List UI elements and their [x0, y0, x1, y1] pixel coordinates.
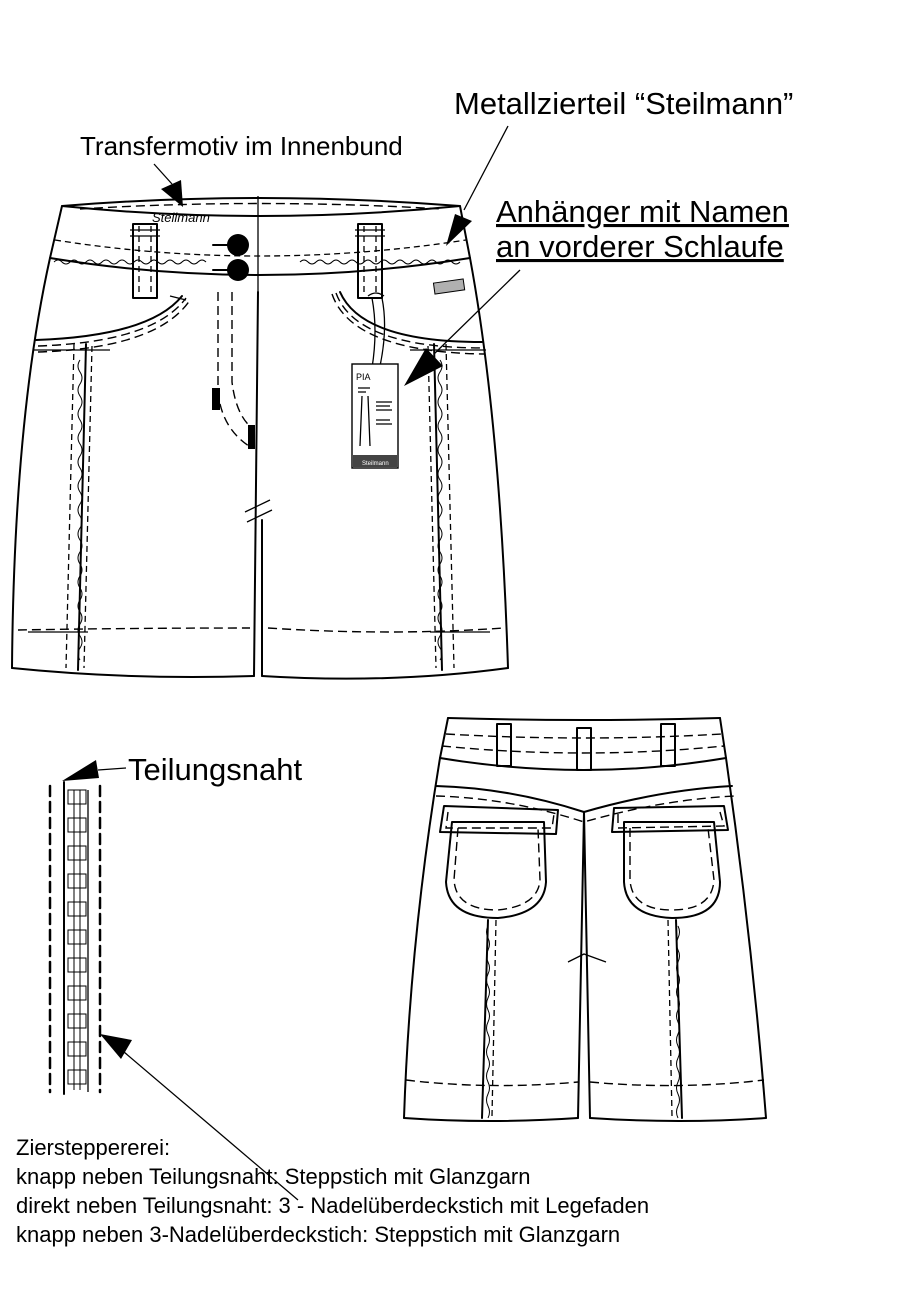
label-hang-tag-line2: an vorderer Schlaufe	[496, 229, 784, 264]
hang-tag	[351, 363, 399, 469]
hang-tag-name: PIA	[356, 372, 371, 382]
seam-detail	[48, 781, 102, 1095]
waistband-logo: Steilmann	[152, 210, 210, 225]
description-line: knapp neben Teilungsnaht: Steppstich mit…	[16, 1164, 531, 1189]
pointer-arrows	[62, 125, 521, 1201]
description-line: direkt neben Teilungsnaht: 3 - Nadelüber…	[16, 1193, 650, 1218]
hang-tag-brand: Steilmann	[362, 461, 389, 467]
label-transfer-motif: Transfermotiv im Innenbund	[80, 131, 403, 161]
label-hang-tag-line1: Anhänger mit Namen	[496, 194, 789, 229]
description-heading: Ziersteppererei:	[16, 1135, 171, 1160]
description-line: knapp neben 3-Nadelüberdeckstich: Stepps…	[16, 1222, 621, 1247]
back-view-shorts	[403, 717, 767, 1122]
label-metal-trim: Metallzierteil “Steilmann”	[454, 86, 793, 121]
stitching-description: Ziersteppererei: knapp neben Teilungsnah…	[16, 1133, 886, 1249]
front-view-shorts	[11, 196, 509, 680]
label-seam: Teilungsnaht	[128, 752, 302, 787]
